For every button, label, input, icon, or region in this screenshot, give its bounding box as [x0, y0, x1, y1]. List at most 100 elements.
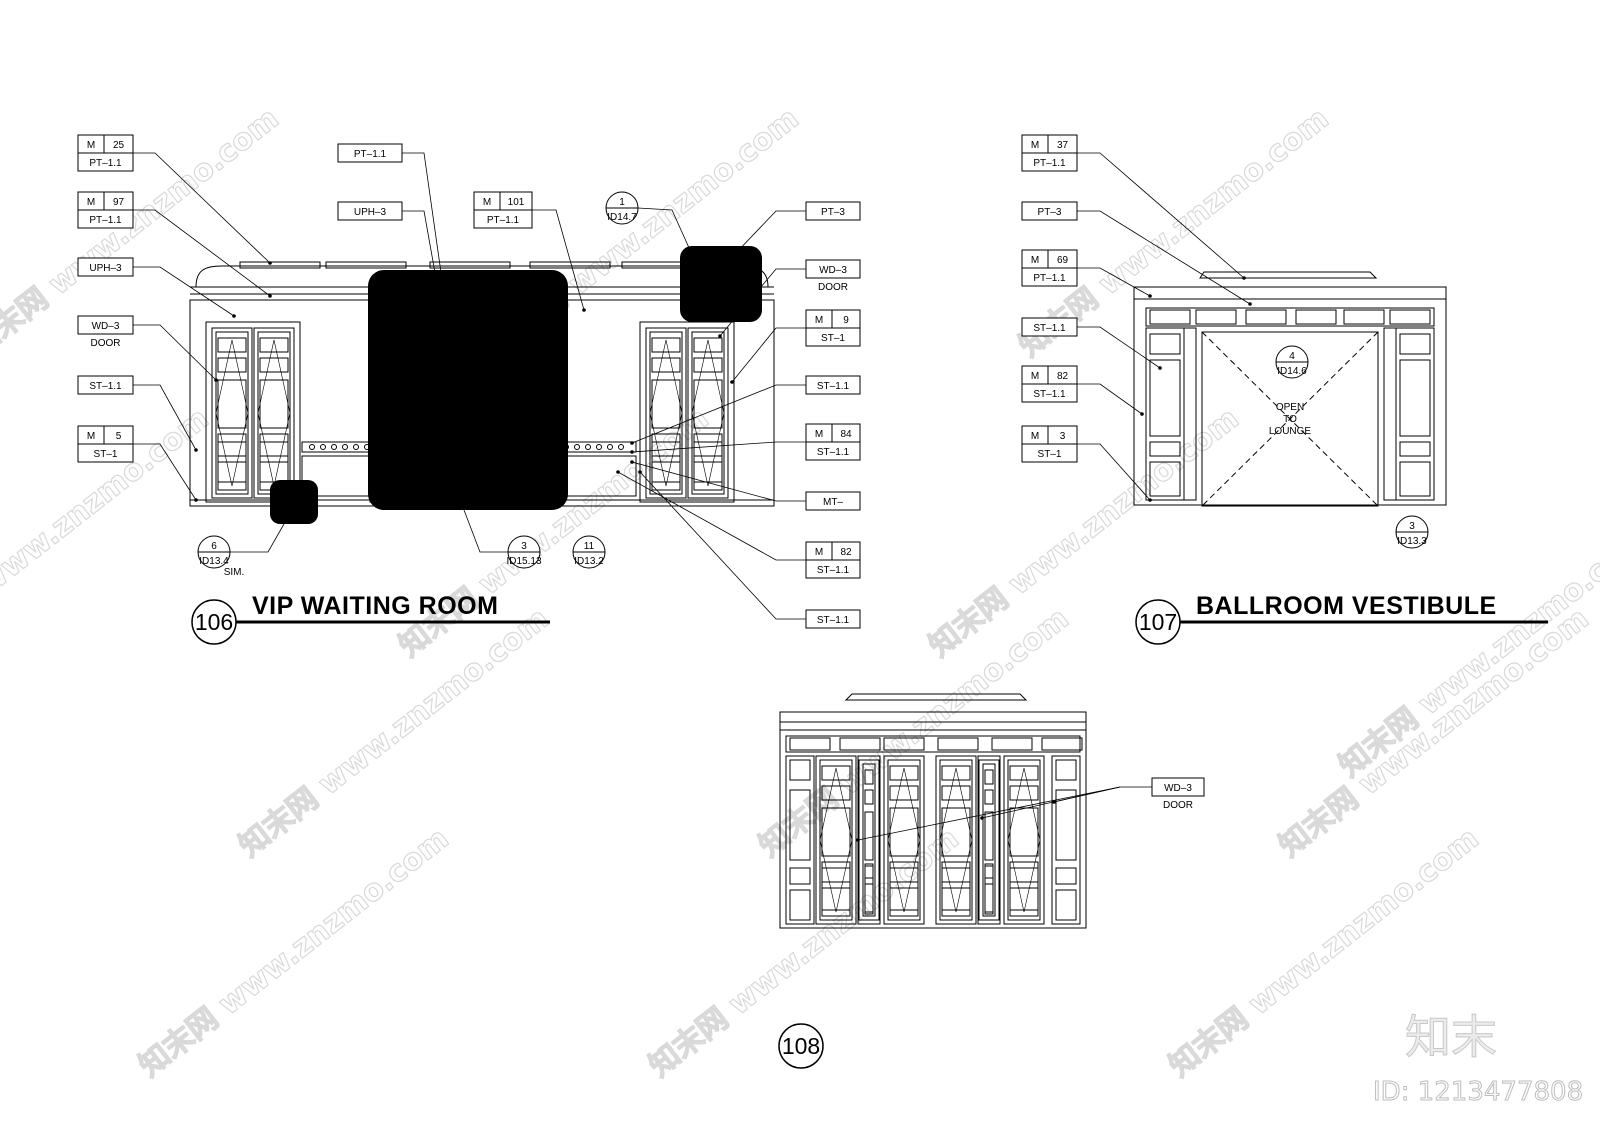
leader-dot: [630, 460, 634, 464]
watermark-text: 知末网 www.znzmo.com: [133, 821, 456, 1084]
drawing-rect: [529, 261, 611, 269]
callout-region: [680, 246, 762, 322]
drawing-rect: [779, 711, 1087, 731]
leader-line: [402, 152, 453, 351]
leader-line: [857, 786, 1152, 841]
annotation-text: ID13.3: [1397, 536, 1427, 547]
leader-dot: [1248, 302, 1252, 306]
drawing-rect: [789, 789, 811, 861]
door-swing-diamond: [649, 339, 683, 487]
annotation-text: 3: [1060, 431, 1066, 442]
annotation-text: 11: [584, 541, 595, 552]
annotation-text: DOOR: [1163, 800, 1193, 811]
annotation-text: M: [815, 315, 823, 326]
drawing-rect: [211, 327, 253, 499]
leader-line: [1077, 267, 1151, 297]
leader-dot: [980, 816, 984, 820]
annotation-text: 82: [1057, 371, 1069, 382]
door-swing-diamond: [257, 339, 291, 487]
annotation-text: 84: [840, 429, 852, 440]
drawing-rect: [889, 785, 919, 801]
callout-region: [368, 270, 568, 510]
leader-line: [713, 210, 806, 277]
leader-line: [1077, 326, 1161, 369]
ornament: [353, 444, 359, 450]
drawing-rect: [239, 261, 321, 269]
ornament: [342, 444, 348, 450]
leader-dot: [718, 334, 722, 338]
annotation-text: ST–1: [94, 449, 118, 460]
ornament: [596, 444, 602, 450]
opening-note: OPEN: [1276, 402, 1304, 413]
leader-dot: [616, 470, 620, 474]
annotation-text: PT–1.1: [89, 158, 122, 169]
drawing-rect: [821, 867, 851, 883]
drawing-rect: [984, 863, 994, 879]
annotation-text: M: [815, 429, 823, 440]
ornament: [585, 444, 591, 450]
drawing-rect: [1051, 755, 1081, 925]
drawing-rect: [217, 461, 247, 491]
drawing-rect: [1389, 309, 1431, 325]
drawing-rect: [889, 765, 919, 781]
drawing-rect: [259, 357, 289, 373]
drawing-rect: [1383, 327, 1397, 501]
drawing-rect: [693, 441, 723, 457]
leader-dot: [712, 274, 716, 278]
leader-line: [1077, 383, 1143, 415]
drawing-rect: [215, 331, 249, 495]
annotation-text: 69: [1057, 255, 1069, 266]
drawing-rect: [941, 765, 971, 781]
drawing-rect: [651, 337, 681, 353]
drawing-rect: [1149, 441, 1181, 457]
annotation-text: PT–3: [821, 207, 845, 218]
drawing-rect: [1149, 461, 1181, 497]
drawing-rect: [1145, 307, 1435, 327]
drawing-rect: [864, 811, 874, 861]
drawing-rect: [1009, 867, 1039, 883]
drawing-rect: [982, 763, 996, 917]
annotation-text: ST–1.1: [817, 381, 850, 392]
drawing-rect: [429, 261, 511, 269]
drawing-rect: [1055, 759, 1077, 781]
drawing-rect: [821, 785, 851, 801]
opening-note: TO: [1283, 414, 1297, 425]
drawing-rect: [1133, 298, 1447, 506]
leader-line: [1077, 210, 1251, 305]
drawing-rect: [1195, 309, 1237, 325]
drawing-rect: [259, 379, 289, 429]
leader-dot: [856, 838, 860, 842]
leader-dot: [730, 380, 734, 384]
leader-line: [617, 471, 806, 561]
drawing-rect: [1009, 807, 1039, 857]
leader-line: [133, 152, 271, 264]
drawing-rect: [693, 433, 723, 483]
annotation-text: WD–3: [1164, 783, 1192, 794]
annotation-text: ID14.6: [1277, 366, 1307, 377]
annotation-text: UPH–3: [354, 207, 387, 218]
annotation-text: WD–3: [819, 265, 847, 276]
leader-line: [133, 209, 271, 297]
drawing-rect: [984, 789, 994, 805]
cornice-outline: [195, 265, 769, 288]
drawing-rect: [864, 789, 874, 805]
view-number: 108: [782, 1033, 820, 1059]
view-number-bubble: [778, 1023, 824, 1069]
leader-dot: [268, 294, 272, 298]
annotation-text: 9: [843, 315, 849, 326]
annotation-text: 1: [619, 197, 625, 208]
annotation-text: ST–1.1: [1033, 323, 1066, 334]
drawing-rect: [217, 433, 247, 483]
drawing-rect: [864, 883, 874, 913]
id-watermark: ID: 1213477808: [1373, 1077, 1583, 1107]
annotation-text: MT–: [823, 497, 843, 508]
drawing-rect: [301, 441, 379, 453]
leader-line: [637, 207, 691, 251]
drawing-rect: [941, 867, 971, 883]
annotation-text: M: [815, 547, 823, 558]
annotation-text: ST–1.1: [1033, 389, 1066, 400]
leader-dot: [450, 366, 454, 370]
annotation-text: ID13.2: [574, 556, 604, 567]
drawing-rect: [693, 461, 723, 491]
